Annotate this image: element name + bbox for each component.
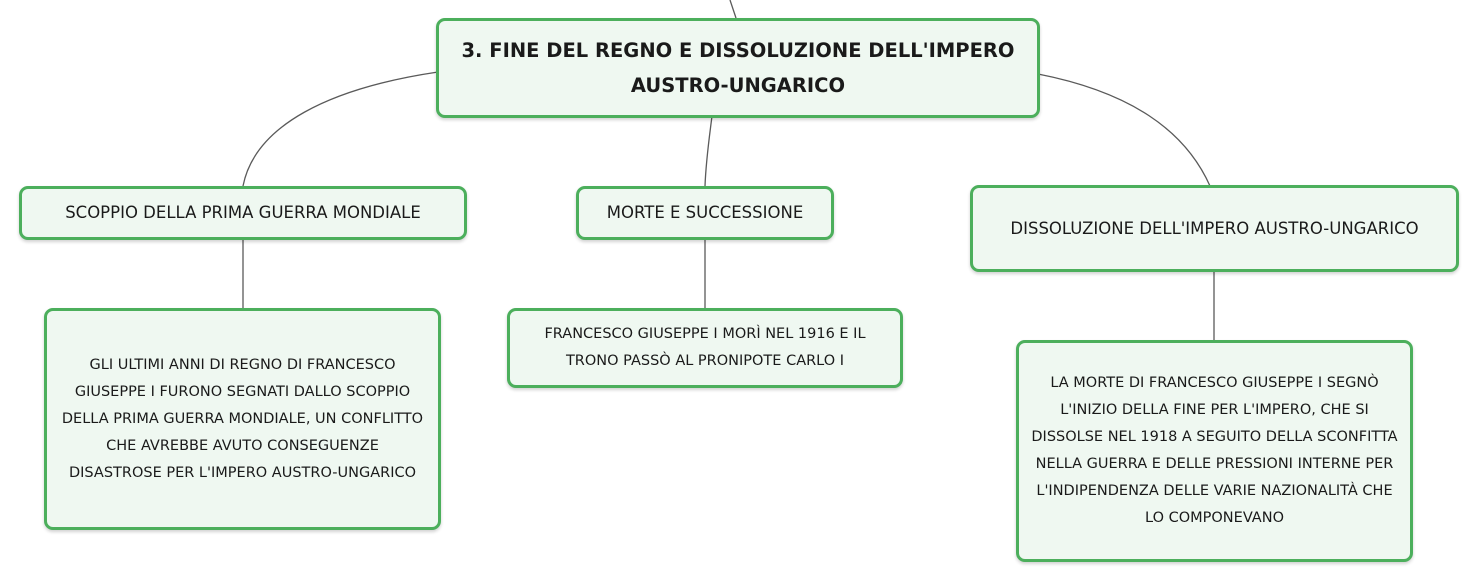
root-topic-title: 3. FINE DEL REGNO E DISSOLUZIONE DELL'IM… bbox=[461, 39, 1015, 97]
branch-topic-label: SCOPPIO DELLA PRIMA GUERRA MONDIALE bbox=[65, 203, 421, 222]
branch-topic-death-succession[interactable]: MORTE E SUCCESSIONE bbox=[576, 186, 834, 240]
detail-topic-death-succession[interactable]: FRANCESCO GIUSEPPE I MORÌ NEL 1916 E IL … bbox=[507, 308, 903, 388]
branch-topic-label: MORTE E SUCCESSIONE bbox=[606, 203, 804, 222]
detail-topic-text: GLI ULTIMI ANNI DI REGNO DI FRANCESCO GI… bbox=[61, 356, 424, 481]
parent-connector bbox=[729, 0, 737, 19]
root-topic[interactable]: 3. FINE DEL REGNO E DISSOLUZIONE DELL'IM… bbox=[436, 18, 1040, 118]
detail-topic-empire-dissolution[interactable]: LA MORTE DI FRANCESCO GIUSEPPE I SEGNÒ L… bbox=[1016, 340, 1413, 562]
detail-topic-war-outbreak[interactable]: GLI ULTIMI ANNI DI REGNO DI FRANCESCO GI… bbox=[44, 308, 441, 530]
connector-root-branch-2 bbox=[704, 115, 713, 187]
connector-root-branch-3 bbox=[1037, 73, 1211, 187]
connector-root-branch-1 bbox=[242, 71, 439, 187]
detail-topic-text: FRANCESCO GIUSEPPE I MORÌ NEL 1916 E IL … bbox=[544, 326, 866, 369]
branch-topic-war-outbreak[interactable]: SCOPPIO DELLA PRIMA GUERRA MONDIALE bbox=[19, 186, 467, 240]
branch-topic-label: DISSOLUZIONE DELL'IMPERO AUSTRO-UNGARICO bbox=[1010, 218, 1419, 238]
detail-topic-text: LA MORTE DI FRANCESCO GIUSEPPE I SEGNÒ L… bbox=[1031, 375, 1398, 526]
branch-topic-empire-dissolution[interactable]: DISSOLUZIONE DELL'IMPERO AUSTRO-UNGARICO bbox=[970, 185, 1459, 272]
